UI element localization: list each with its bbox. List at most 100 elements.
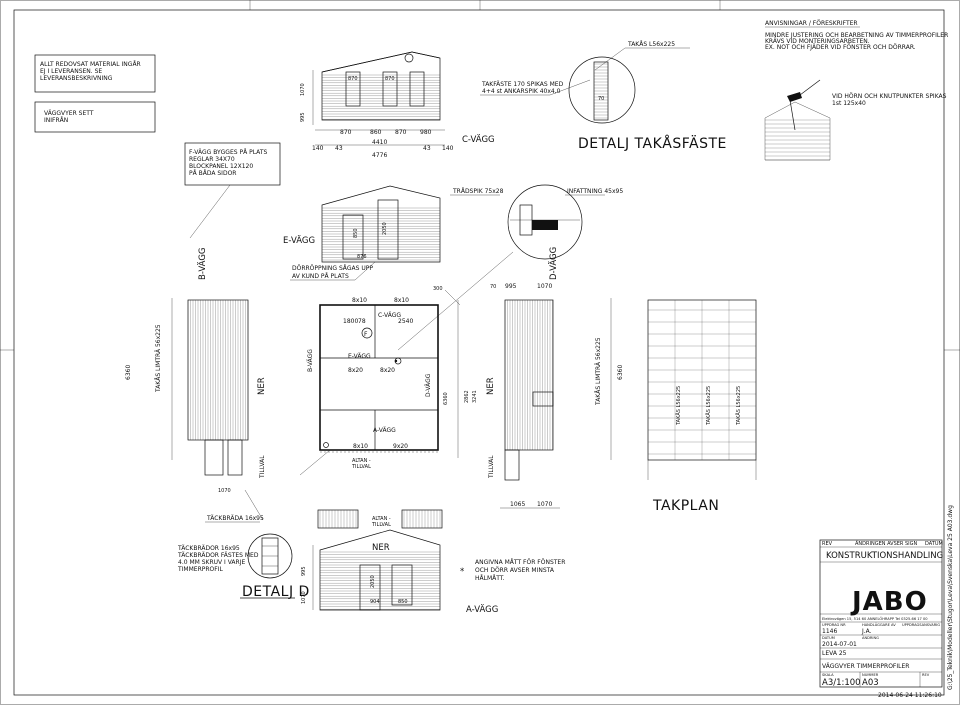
svg-text:*: *: [460, 567, 464, 577]
detalj-takasfaste: 70: [568, 56, 636, 124]
svg-text:INIFRÅN: INIFRÅN: [44, 117, 68, 124]
svg-text:TILLVAL: TILLVAL: [371, 522, 391, 528]
svg-text:995: 995: [300, 112, 306, 122]
plan-b-label: B-VÄGG: [307, 349, 314, 372]
svg-text:TÄCKBRÄDOR FÄSTES MED: TÄCKBRÄDOR FÄSTES MED: [177, 552, 259, 559]
svg-text:43: 43: [335, 145, 343, 152]
svg-text:8x20: 8x20: [380, 367, 395, 374]
d-vagg-elevation: [504, 299, 554, 481]
svg-text:REV: REV: [922, 673, 930, 677]
svg-text:6360: 6360: [443, 392, 449, 405]
svg-text:43: 43: [423, 145, 431, 152]
svg-text:NER: NER: [486, 377, 496, 395]
svg-text:DÖRRÖPPNING SÅGAS UPP: DÖRRÖPPNING SÅGAS UPP: [292, 265, 373, 272]
svg-text:1146: 1146: [822, 628, 837, 635]
svg-text:870: 870: [340, 129, 352, 136]
takplan-title: TAKPLAN: [652, 498, 719, 514]
svg-text:6360: 6360: [617, 365, 624, 380]
b-vagg-title: B-VÄGG: [197, 247, 208, 280]
svg-text:DATUM: DATUM: [925, 541, 943, 547]
svg-text:995: 995: [301, 566, 307, 576]
svg-text:300: 300: [433, 286, 443, 292]
c-vagg-title: C-VÄGG: [462, 134, 495, 145]
svg-text:1070: 1070: [218, 488, 231, 494]
svg-text:850: 850: [398, 599, 408, 605]
svg-text:2540: 2540: [398, 318, 413, 325]
svg-text:TÄCKBRÄDOR 16x95: TÄCKBRÄDOR 16x95: [177, 545, 240, 552]
svg-text:1070: 1070: [537, 501, 552, 508]
svg-text:VÄGGVYER TIMMERPROFILER: VÄGGVYER TIMMERPROFILER: [822, 663, 909, 670]
anvisningar-notes: ANVISNINGAR / FÖRESKRIFTER MINDRE JUSTER…: [765, 20, 948, 51]
a-vagg-elevation: 2050 904 850 995 1070: [301, 529, 441, 611]
drawing-number: A03: [862, 678, 879, 688]
detalj-d-title: DETALJ D: [242, 584, 310, 600]
svg-text:2050: 2050: [382, 222, 388, 235]
svg-text:EX. NOT OCH FJÄDER VID FÖNSTER: EX. NOT OCH FJÄDER VID FÖNSTER OCH DÖRRA…: [765, 44, 916, 51]
svg-text:995: 995: [505, 283, 517, 290]
f-vagg-note-box: [184, 142, 281, 186]
svg-text:LEVA 25: LEVA 25: [822, 650, 847, 657]
svg-text:1070: 1070: [300, 83, 306, 96]
svg-text:NER: NER: [257, 377, 267, 395]
svg-text:F-VÄGG BYGGES PÅ PLATS: F-VÄGG BYGGES PÅ PLATS: [189, 149, 267, 156]
svg-text:VÄGGVYER SETT: VÄGGVYER SETT: [44, 110, 94, 117]
svg-text:SKALA: SKALA: [822, 673, 834, 677]
svg-text:4+4 st ANKARSPIK 40x4,0: 4+4 st ANKARSPIK 40x4,0: [482, 88, 561, 95]
svg-text:870: 870: [395, 129, 407, 136]
svg-text:980: 980: [420, 129, 432, 136]
svg-text:8x10: 8x10: [352, 297, 367, 304]
plan-c-label: C-VÄGG: [378, 312, 401, 319]
material-note-box: [34, 54, 156, 93]
svg-text:J.A.: J.A.: [861, 628, 872, 635]
detalj-infattning: [507, 184, 583, 260]
e-vagg-elevation: 850 2050 876: [321, 185, 441, 263]
svg-text:LEVERANSBESKRIVNING: LEVERANSBESKRIVNING: [40, 75, 113, 82]
svg-text:VID HÖRN OCH KNUTPUNKTER SPIKA: VID HÖRN OCH KNUTPUNKTER SPIKAS: [832, 93, 947, 100]
notes-title: ANVISNINGAR / FÖRESKRIFTER: [765, 20, 858, 27]
svg-text:TAKÅS LIMTRÄ 56x225: TAKÅS LIMTRÄ 56x225: [155, 324, 162, 393]
plan-a-label: A-VÄGG: [373, 427, 396, 434]
svg-text:8x10: 8x10: [353, 443, 368, 450]
svg-text:REV: REV: [822, 541, 833, 547]
svg-text:870: 870: [385, 76, 395, 82]
svg-text:EJ I LEVERANSEN. SE: EJ I LEVERANSEN. SE: [40, 68, 102, 75]
svg-text:1800: 1800: [343, 318, 358, 325]
svg-text:4.0 MM SKRUV I VARJE: 4.0 MM SKRUV I VARJE: [178, 559, 245, 566]
plan-d-label: D-VÄGG: [425, 373, 432, 397]
svg-text:TAKÅS L56x225: TAKÅS L56x225: [675, 386, 682, 426]
svg-text:876: 876: [357, 254, 367, 260]
altan-deck: [317, 509, 443, 529]
svg-text:TILLVAL: TILLVAL: [351, 464, 371, 470]
svg-text:3241: 3241: [472, 390, 478, 403]
konstruktionshandling: KONSTRUKTIONSHANDLING: [826, 551, 943, 561]
floor-plan: [299, 304, 440, 476]
svg-text:140: 140: [442, 145, 454, 152]
timestamp: 2014-06-24 11:26:10: [878, 692, 942, 699]
svg-text:4410: 4410: [372, 139, 387, 146]
inner-border: [13, 9, 945, 696]
svg-text:6360: 6360: [125, 365, 132, 380]
svg-text:UPPDRAG NR: UPPDRAG NR: [822, 623, 846, 627]
svg-text:UPPDRAGSANSVARIG: UPPDRAGSANSVARIG: [902, 623, 940, 627]
svg-text:INFATTNING 45x95: INFATTNING 45x95: [567, 188, 623, 195]
svg-text:TAKÅS LIMTRÄ 56x225: TAKÅS LIMTRÄ 56x225: [595, 337, 602, 406]
svg-text:904: 904: [370, 599, 380, 605]
svg-text:70: 70: [598, 96, 604, 102]
plan-f-label: F: [364, 331, 368, 338]
detalj-d: [247, 533, 293, 579]
svg-text:TIMMERPROFIL: TIMMERPROFIL: [177, 566, 223, 573]
svg-text:HÅLMÅTT.: HÅLMÅTT.: [475, 575, 505, 582]
svg-text:1st 125x40: 1st 125x40: [832, 100, 866, 107]
svg-text:2050: 2050: [370, 575, 376, 588]
svg-text:78: 78: [358, 318, 366, 325]
svg-text:DATUM: DATUM: [822, 636, 835, 640]
svg-text:SIGN: SIGN: [905, 541, 918, 547]
svg-text:TAKÅS L56x225: TAKÅS L56x225: [705, 386, 712, 426]
svg-text:140: 140: [312, 145, 324, 152]
svg-text:860: 860: [370, 129, 382, 136]
svg-text:TAKFÄSTE 170 SPIKAS MED: TAKFÄSTE 170 SPIKAS MED: [481, 81, 564, 88]
svg-text:8x20: 8x20: [348, 367, 363, 374]
svg-text:1070: 1070: [537, 283, 552, 290]
c-vagg-elevation: 870 870 870 860 870 980 4410 43 43 140 1…: [300, 51, 454, 159]
